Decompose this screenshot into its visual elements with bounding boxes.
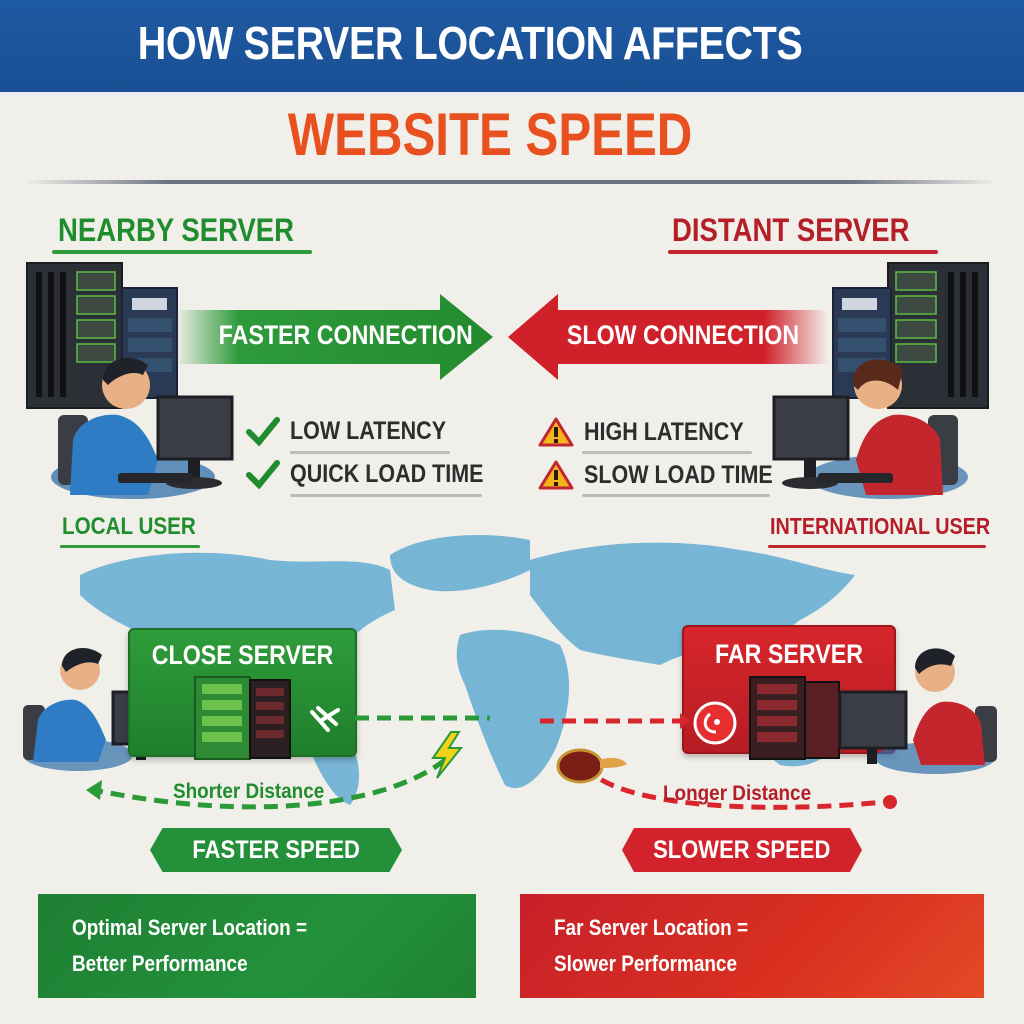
faster-connection-arrow	[175, 294, 493, 380]
point-underline	[290, 451, 450, 454]
international-user-illustration	[772, 359, 968, 499]
faster-speed-badge: FASTER SPEED	[150, 828, 402, 872]
heading-underline	[668, 250, 938, 254]
faster-connection-label: FASTER CONNECTION	[218, 319, 473, 350]
close-server-title: CLOSE SERVER	[151, 640, 334, 670]
short-route-path	[86, 715, 490, 810]
local-user-label: LOCAL USER	[62, 513, 196, 540]
local-user-illustration	[51, 357, 234, 499]
slow-clock-icon	[693, 701, 737, 745]
distant-server-heading: DISTANT SERVER	[672, 212, 910, 248]
faster-connection-label-wrap: FASTER CONNECTION	[198, 298, 473, 372]
longer-distance-label: Longer Distance	[663, 782, 812, 805]
turtle-icon	[556, 748, 627, 784]
slow-connection-arrow	[508, 294, 828, 380]
warning-icon	[538, 460, 574, 490]
page-subtitle: WEBSITE SPEED	[287, 101, 693, 168]
nearby-server-heading: NEARBY SERVER	[58, 212, 295, 248]
label-underline	[60, 545, 200, 548]
point-quick-load: QUICK LOAD TIME	[246, 459, 515, 489]
far-server-title: FAR SERVER	[715, 639, 863, 669]
title-banner	[0, 0, 1024, 95]
far-user-illustration	[838, 648, 997, 774]
server-rack-icon	[749, 676, 840, 760]
check-icon	[246, 460, 280, 489]
long-route-path	[540, 713, 897, 810]
lightning-icon	[431, 731, 464, 779]
divider	[24, 180, 996, 184]
slow-connection-label: SLOW CONNECTION	[566, 319, 800, 350]
server-rack-icon	[26, 262, 178, 409]
slower-speed-badge: SLOWER SPEED	[622, 828, 862, 872]
warning-icon	[538, 417, 574, 447]
server-rack-icon	[832, 262, 989, 409]
point-low-latency: LOW LATENCY	[246, 416, 471, 446]
satellite-dish-icon	[310, 706, 340, 732]
point-underline	[582, 451, 752, 454]
point-slow-load: SLOW LOAD TIME	[538, 459, 803, 491]
point-high-latency: HIGH LATENCY	[538, 416, 770, 448]
label-underline	[768, 545, 986, 548]
shorter-distance-label: Shorter Distance	[173, 780, 325, 803]
page-title: HOW SERVER LOCATION AFFECTS	[137, 17, 803, 69]
footer-far-box: Far Server Location = Slower Performance	[520, 894, 984, 998]
point-underline	[582, 494, 770, 497]
check-icon	[246, 417, 280, 446]
slow-connection-label-wrap: SLOW CONNECTION	[548, 298, 799, 372]
international-user-label: INTERNATIONAL USER	[770, 513, 991, 539]
point-underline	[290, 494, 482, 497]
heading-underline	[52, 250, 312, 254]
server-rack-icon	[194, 676, 291, 760]
footer-optimal-box: Optimal Server Location = Better Perform…	[38, 894, 476, 998]
